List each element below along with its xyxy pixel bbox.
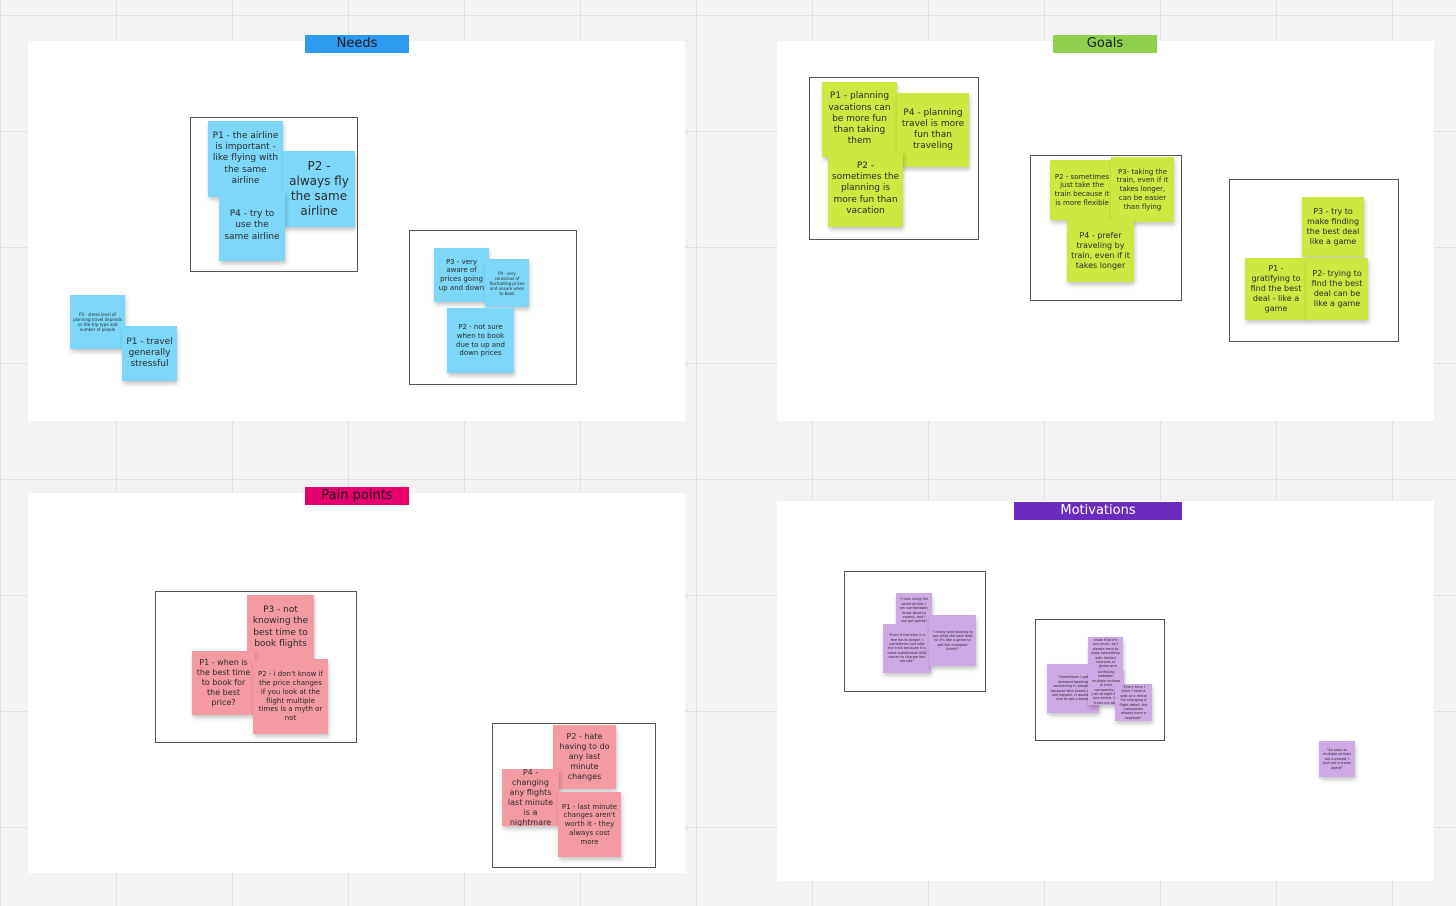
sticky-note[interactable]: P3 - very aware of prices going up and d… (434, 248, 489, 302)
sticky-note[interactable]: P4 - very conscious of fluctuating price… (485, 259, 529, 307)
pain-group-timing[interactable] (155, 591, 357, 743)
pain-points-label[interactable]: Pain points (305, 487, 409, 505)
sticky-note[interactable]: P3 - try to make finding the best deal l… (1302, 197, 1364, 257)
needs-label[interactable]: Needs (305, 35, 409, 53)
sticky-note[interactable]: P2 - hate having to do any last minute c… (553, 725, 616, 789)
goals-group-game[interactable] (1229, 179, 1399, 342)
sticky-note[interactable]: P3- taking the train, even if it takes l… (1111, 157, 1174, 222)
sticky-note[interactable]: P1 - when is the best time to book for t… (192, 651, 255, 715)
sticky-note[interactable]: P2- trying to find the best deal can be … (1306, 258, 1368, 320)
goals-group-planning[interactable] (809, 77, 979, 240)
goals-label[interactable]: Goals (1053, 35, 1157, 53)
needs-group-prices[interactable] (409, 230, 577, 385)
goals-group-train[interactable] (1030, 155, 1182, 301)
motivations-label[interactable]: Motivations (1014, 502, 1182, 520)
sticky-note[interactable]: P2 - i don't know if the price changes i… (253, 659, 328, 734)
sticky-note[interactable]: P4 - changing any flights last minute is… (502, 769, 559, 826)
sticky-note[interactable]: P1 - gratifying to find the best deal - … (1245, 258, 1307, 320)
sticky-note[interactable]: P1 - travel generally stressful (122, 326, 177, 381)
sticky-note[interactable]: "I love using the same airline. I am com… (896, 593, 932, 628)
sticky-note[interactable]: P2 - not sure when to book due to up and… (447, 308, 514, 373)
sticky-note[interactable]: P1 - the airline is important - like fly… (208, 121, 283, 197)
sticky-note[interactable]: "As soon as multiple airlines are involv… (1319, 741, 1355, 777)
sticky-note[interactable]: P4 - try to use the same airline (219, 191, 285, 261)
sticky-note[interactable]: "Every time I think I have a seat or a r… (1115, 684, 1152, 721)
motivations-group-1[interactable] (844, 571, 986, 692)
sticky-note[interactable]: P2 - sometimes the planning is more fun … (828, 151, 903, 227)
motivations-group-2[interactable] (1035, 619, 1165, 741)
sticky-note[interactable]: P2 - always fly the same airline (283, 151, 355, 227)
sticky-note[interactable]: P3 - not knowing the best time to book f… (247, 595, 314, 660)
sticky-note[interactable]: P4 - prefer traveling by train, even if … (1067, 219, 1134, 282)
sticky-note[interactable]: P1 - last minute changes aren't worth it… (558, 792, 621, 857)
sticky-note[interactable]: P4 - planning travel is more fun than tr… (897, 93, 969, 167)
sticky-note[interactable]: P2 - sometimes just take the train becau… (1050, 160, 1114, 220)
sticky-note[interactable]: "I really love looking to see what the b… (929, 615, 976, 666)
pain-group-changes[interactable] (492, 723, 656, 868)
sticky-note[interactable]: P1 - planning vacations can be more fun … (822, 82, 897, 157)
sticky-note[interactable]: "Even if the train is a few hours longer… (883, 624, 931, 673)
sticky-note[interactable]: P3 - stress level of planning travel dep… (70, 295, 125, 349)
needs-group-airline[interactable] (190, 117, 358, 272)
